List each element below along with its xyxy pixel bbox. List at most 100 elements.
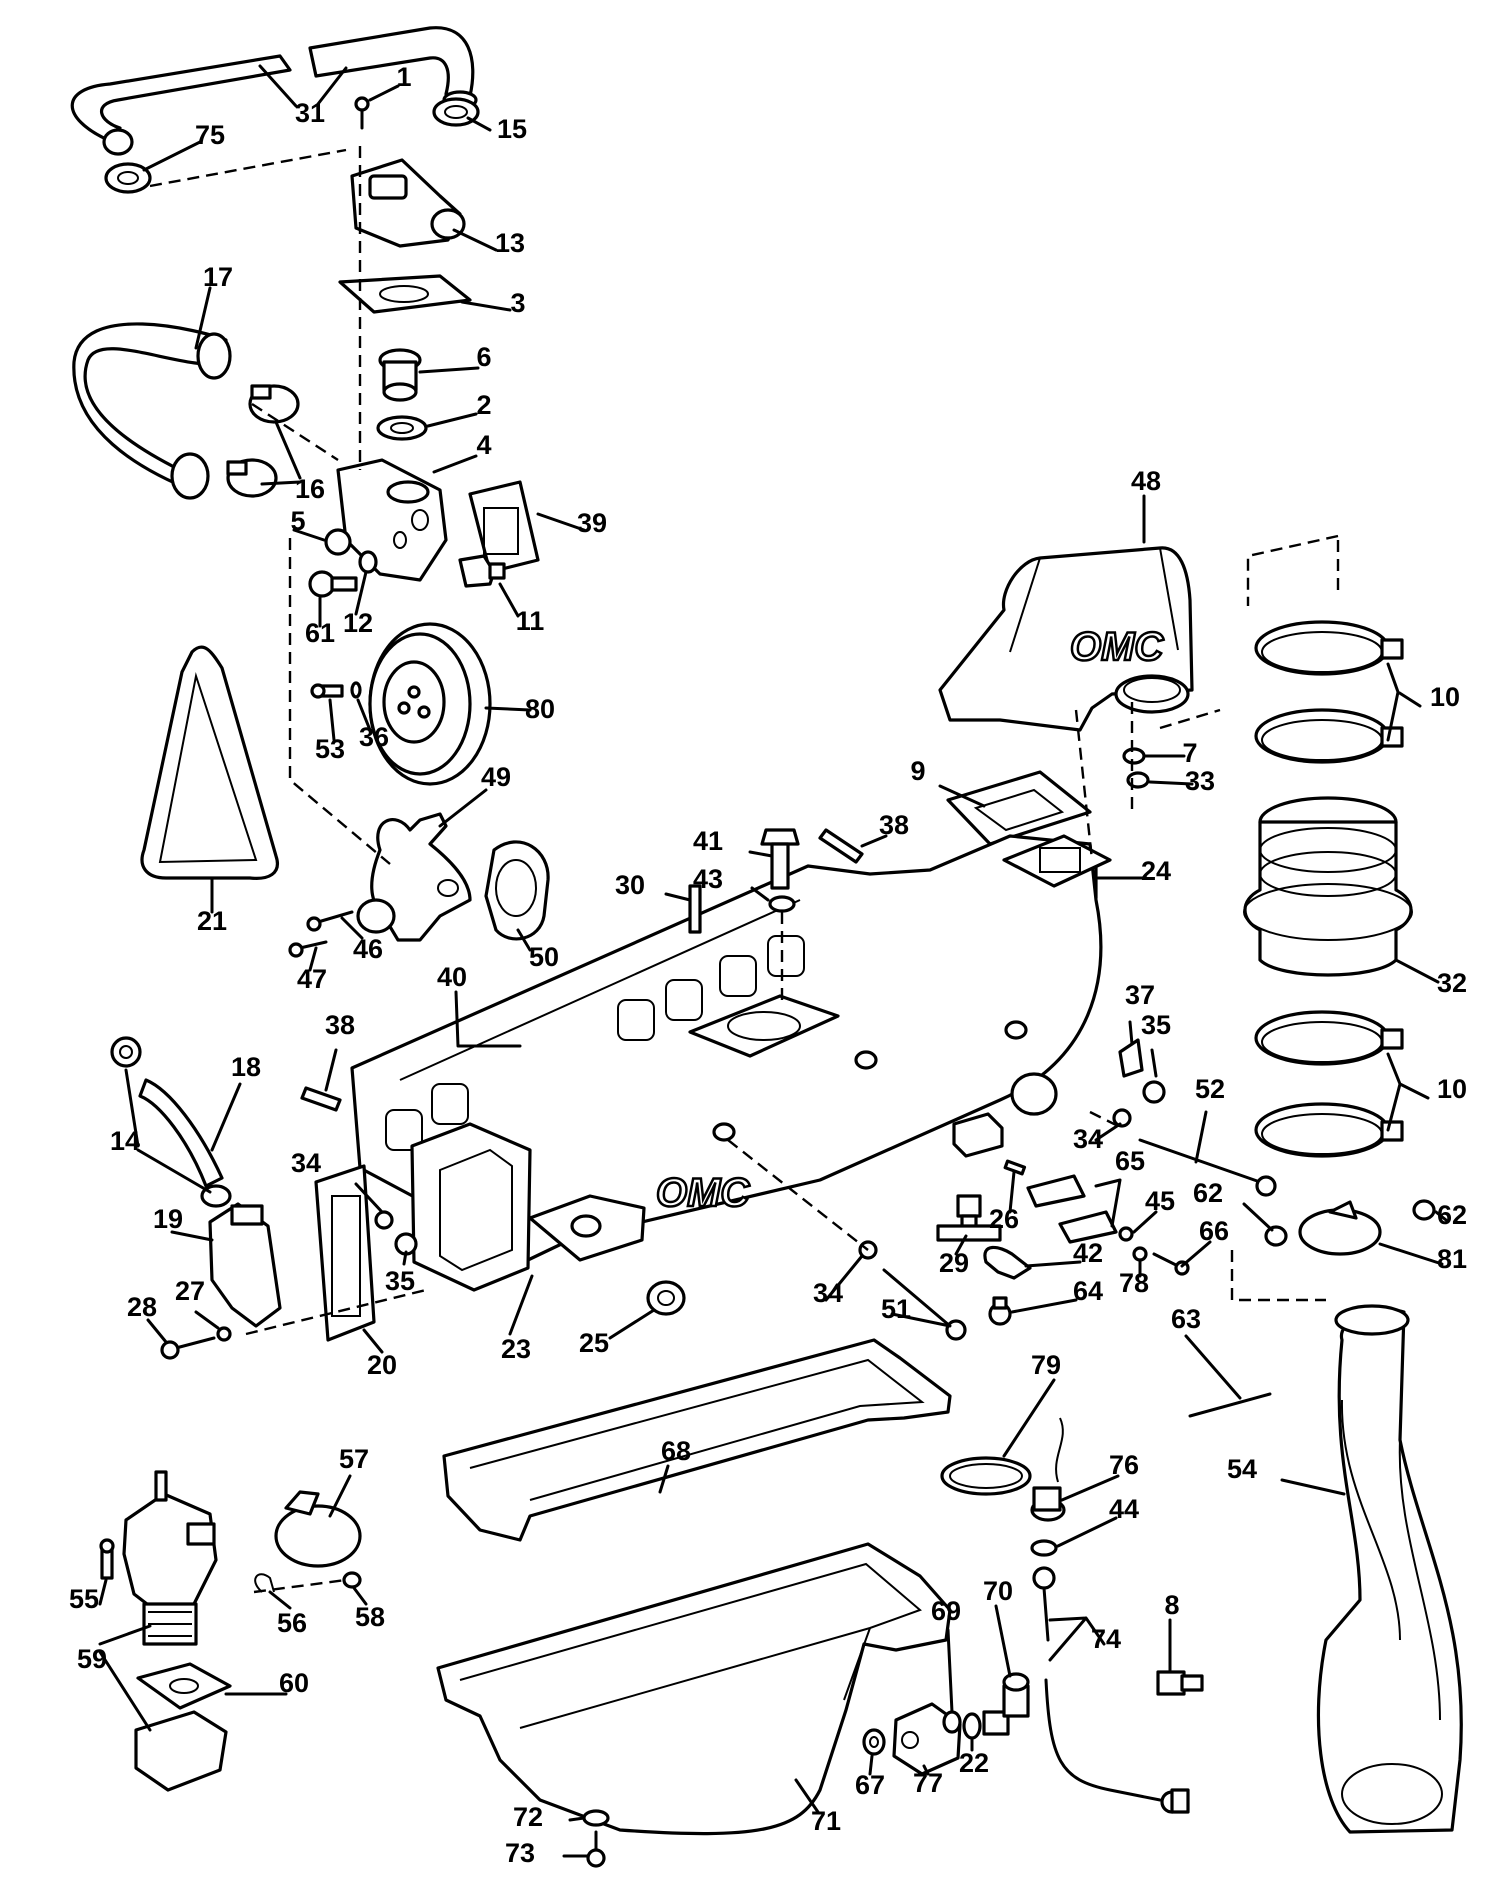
gasket-9	[946, 770, 1092, 846]
part-label-63: 63	[1171, 1304, 1201, 1334]
part-label-47: 47	[297, 964, 327, 994]
hose-17	[72, 322, 232, 500]
bellows-32	[1243, 796, 1413, 977]
nut-35-right	[1142, 1080, 1166, 1104]
part-label-81: 81	[1437, 1244, 1467, 1274]
part-label-61: 61	[305, 618, 335, 648]
part-label-70: 70	[983, 1576, 1013, 1606]
part-label-27: 27	[175, 1276, 205, 1306]
bolt-53	[310, 683, 344, 699]
bolt-61	[308, 570, 358, 598]
part-label-79: 79	[1031, 1350, 1061, 1380]
oil-pan-71	[436, 1542, 952, 1836]
alignment-lines	[149, 146, 1340, 1594]
part-label-4: 4	[476, 430, 491, 460]
omc-logo-manifold: OMC	[656, 1171, 750, 1215]
part-label-38a: 38	[879, 810, 909, 840]
part-label-11: 11	[516, 606, 545, 636]
fitting-11	[458, 554, 506, 588]
gasket-39	[468, 480, 540, 574]
part-label-66: 66	[1199, 1216, 1229, 1246]
screw-58	[342, 1571, 362, 1589]
screw-55	[99, 1538, 115, 1580]
part-label-62a: 62	[1193, 1178, 1223, 1208]
gasket-60	[136, 1662, 232, 1710]
part-label-72: 72	[513, 1802, 543, 1832]
oil-pump-59	[122, 1470, 218, 1646]
part-label-68: 68	[661, 1436, 691, 1466]
part-label-65: 65	[1115, 1146, 1145, 1176]
clamps-10-lower	[1254, 1010, 1404, 1158]
part-label-17: 17	[203, 262, 233, 292]
part-label-76: 76	[1109, 1450, 1139, 1480]
part-label-3: 3	[510, 288, 525, 318]
clamp-75	[104, 162, 152, 194]
part-label-71: 71	[811, 1806, 841, 1836]
part-label-16: 16	[295, 474, 325, 504]
belt-21	[140, 645, 279, 880]
part-label-7: 7	[1182, 738, 1197, 768]
part-label-59: 59	[77, 1644, 107, 1674]
part-label-50: 50	[529, 942, 559, 972]
part-label-52: 52	[1195, 1074, 1225, 1104]
part-label-18: 18	[231, 1052, 261, 1082]
part-label-37: 37	[1125, 980, 1155, 1010]
screw-46	[306, 910, 354, 932]
oring-22	[962, 1712, 982, 1740]
screw-64	[988, 1296, 1012, 1326]
connector-65	[1026, 1174, 1118, 1244]
plug-5	[324, 528, 352, 556]
part-label-8: 8	[1164, 1590, 1179, 1620]
retaining-ring-79	[940, 1456, 1032, 1496]
part-label-78: 78	[1119, 1268, 1149, 1298]
nut-34-right	[1112, 1108, 1132, 1128]
gasket-3	[338, 274, 472, 314]
part-label-40: 40	[437, 962, 467, 992]
part-label-31: 31	[295, 98, 325, 128]
part-label-30: 30	[615, 870, 645, 900]
clip-42	[983, 1245, 1032, 1280]
nut-7	[1122, 747, 1146, 765]
part-label-13: 13	[495, 228, 525, 258]
part-label-34a: 34	[1073, 1124, 1103, 1154]
washer-36	[350, 681, 362, 699]
water-pump-49	[356, 812, 472, 942]
part-label-80: 80	[525, 694, 555, 724]
washer-72	[582, 1809, 610, 1827]
washer-69	[942, 1710, 962, 1734]
plug-76	[1030, 1417, 1066, 1522]
drain-valve-70	[982, 1672, 1030, 1736]
thermostat-housing-13	[350, 96, 466, 248]
bolt-51	[882, 1268, 967, 1341]
part-label-9: 9	[910, 756, 925, 786]
washer-78	[1132, 1246, 1148, 1262]
dipstick-74	[1032, 1566, 1190, 1814]
part-label-21: 21	[197, 906, 227, 936]
pulley-80	[368, 622, 492, 786]
part-label-15: 15	[497, 114, 527, 144]
part-label-54: 54	[1227, 1454, 1257, 1484]
part-label-14: 14	[110, 1126, 140, 1156]
part-label-49: 49	[481, 762, 511, 792]
part-label-41: 41	[693, 826, 723, 856]
part-label-19: 19	[153, 1204, 183, 1234]
hose-31	[70, 26, 478, 156]
part-label-23: 23	[501, 1334, 531, 1364]
bolt-41	[760, 828, 800, 890]
part-label-2: 2	[476, 390, 491, 420]
pump-cover	[134, 1710, 228, 1792]
seal-2	[376, 415, 428, 441]
part-label-35b: 35	[385, 1266, 415, 1296]
screw-62-left	[1264, 1225, 1288, 1247]
part-label-39: 39	[577, 508, 607, 538]
part-label-32: 32	[1437, 968, 1467, 998]
part-label-75: 75	[195, 120, 225, 150]
block-sensor	[952, 1112, 1004, 1158]
thermostat-6	[378, 348, 422, 402]
part-label-48: 48	[1131, 466, 1161, 496]
screw-47	[288, 940, 328, 958]
part-label-29: 29	[939, 1248, 969, 1278]
omc-logo-elbow: OMC	[1070, 625, 1164, 669]
clamp-16	[226, 384, 300, 498]
